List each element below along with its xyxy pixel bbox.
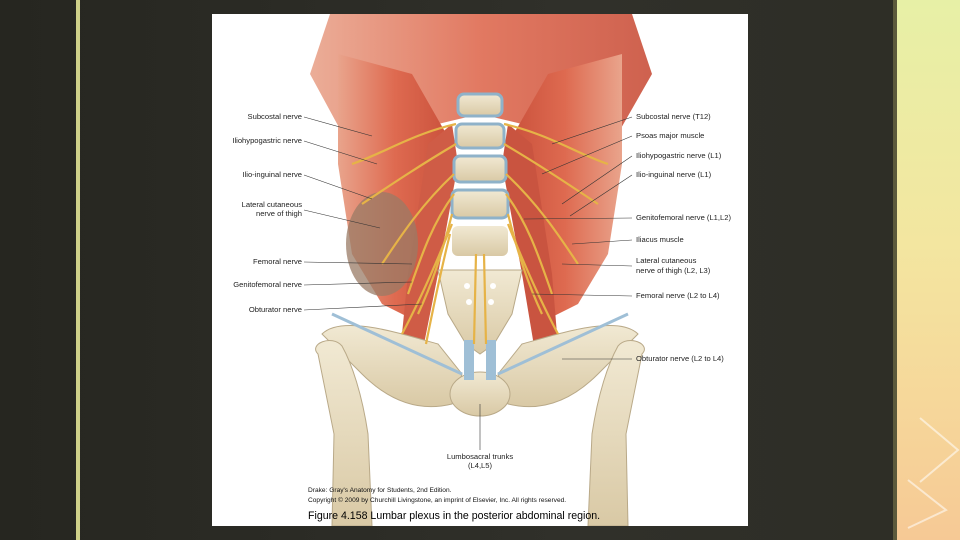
label-lateral-cutaneous-right-line1: Lateral cutaneous	[636, 256, 697, 265]
label-genitofemoral-nerve: Genitofemoral nerve	[233, 280, 302, 289]
label-femoral-nerve: Femoral nerve	[253, 257, 302, 266]
label-iliacus-muscle: Iliacus muscle	[636, 235, 684, 244]
label-subcostal-nerve-t12: Subcostal nerve (T12)	[636, 112, 711, 121]
left-accent-rule	[76, 0, 80, 540]
label-lateral-cutaneous-line2: nerve of thigh	[255, 209, 302, 218]
right-accent-rule	[893, 0, 897, 540]
figure-source-credit: Drake: Gray's Anatomy for Students, 2nd …	[308, 487, 452, 494]
label-iliohypogastric-nerve: Iliohypogastric nerve	[232, 136, 302, 145]
figure-copyright: Copyright © 2009 by Churchill Livingston…	[308, 497, 567, 504]
label-femoral-nerve-l2-l4: Femoral nerve (L2 to L4)	[636, 291, 720, 300]
anatomy-figure: Subcostal nerve Iliohypogastric nerve Il…	[212, 14, 748, 526]
label-genitofemoral-nerve-l1-l2: Genitofemoral nerve (L1,L2)	[636, 213, 731, 222]
label-iliohypogastric-nerve-l1: Iliohypogastric nerve (L1)	[636, 151, 722, 160]
label-lateral-cutaneous-right-line2: nerve of thigh (L2, L3)	[636, 266, 711, 275]
label-obturator-nerve-l2-l4: Obturator nerve (L2 to L4)	[636, 354, 724, 363]
chevron-decoration-icon	[907, 417, 960, 529]
label-lumbosacral-trunks: Lumbosacral trunks	[446, 452, 514, 461]
label-ilio-inguinal-nerve-l1: Ilio-inguinal nerve (L1)	[636, 170, 712, 179]
label-lateral-cutaneous-line1: Lateral cutaneous	[241, 200, 302, 209]
right-gradient-panel	[893, 0, 960, 540]
figure-caption: Figure 4.158 Lumbar plexus in the poster…	[308, 510, 601, 522]
label-psoas-major-muscle: Psoas major muscle	[636, 131, 705, 140]
label-subcostal-nerve: Subcostal nerve	[247, 112, 302, 121]
label-lumbosacral-trunks-levels: (L4,L5)	[467, 461, 493, 470]
label-obturator-nerve: Obturator nerve	[248, 305, 302, 314]
label-ilio-inguinal-nerve: Ilio-inguinal nerve	[242, 170, 302, 179]
lumbar-plexus-illustration	[303, 14, 652, 526]
